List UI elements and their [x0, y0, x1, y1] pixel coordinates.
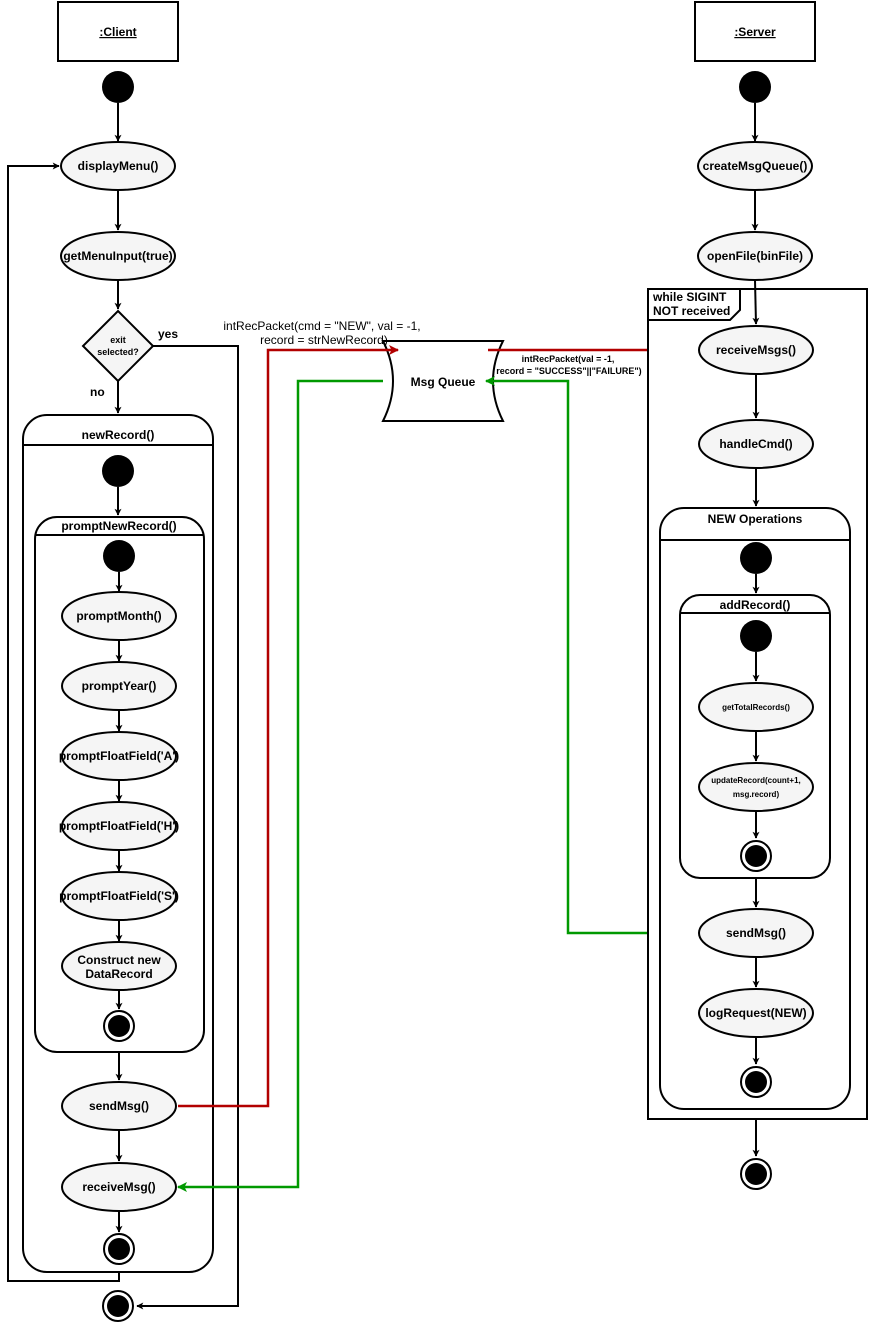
open-file-node: openFile(binFile)	[697, 231, 813, 281]
svg-text:Msg Queue: Msg Queue	[411, 375, 476, 389]
prompt-end-node	[103, 1010, 135, 1042]
svg-text:getMenuInput(true): getMenuInput(true)	[63, 249, 172, 263]
prompt-float-s-node: promptFloatField('S')	[59, 871, 179, 921]
server-start-node	[739, 71, 771, 103]
svg-text:createMsgQueue(): createMsgQueue()	[703, 159, 808, 173]
svg-text:getTotalRecords(): getTotalRecords()	[722, 703, 790, 712]
create-msg-queue-node: createMsgQueue()	[697, 141, 813, 191]
client-send-msg-node: sendMsg()	[61, 1081, 177, 1131]
msg-queue-node: Msg Queue	[381, 340, 505, 422]
svg-text:receiveMsgs(): receiveMsgs()	[716, 343, 796, 357]
svg-text:receiveMsg(): receiveMsg()	[82, 1180, 155, 1194]
client-lifeline-header: :Client	[57, 1, 179, 62]
prompt-float-h-node: promptFloatField('H')	[59, 801, 179, 851]
svg-text:newRecord(): newRecord()	[82, 428, 155, 442]
svg-text:promptFloatField('H'): promptFloatField('H')	[59, 819, 179, 833]
add-record-end-node	[740, 840, 772, 872]
loop-back-flow	[7, 162, 120, 1282]
svg-text:handleCmd(): handleCmd()	[719, 437, 792, 451]
display-menu-node: displayMenu()	[60, 141, 176, 191]
client-start-node	[102, 71, 134, 103]
request-packet-label-2: record = strNewRecord)	[260, 333, 388, 347]
svg-text:sendMsg(): sendMsg()	[726, 926, 786, 940]
prompt-start-node	[103, 540, 135, 572]
svg-text:promptFloatField('S'): promptFloatField('S')	[59, 889, 179, 903]
handle-cmd-node: handleCmd()	[698, 419, 814, 469]
add-record-start-node	[740, 620, 772, 652]
server-send-msg-node: sendMsg()	[698, 908, 814, 958]
get-total-records-node: getTotalRecords()	[698, 682, 814, 732]
svg-text:updateRecord(count+1,: updateRecord(count+1,	[711, 776, 801, 785]
server-title: :Server	[734, 25, 776, 39]
no-label: no	[90, 385, 105, 399]
svg-text:exit: exit	[110, 335, 126, 345]
svg-text:DataRecord: DataRecord	[85, 967, 152, 981]
svg-text:openFile(binFile): openFile(binFile)	[707, 249, 803, 263]
response-packet-label-1: intRecPacket(val = -1,	[522, 354, 615, 364]
svg-text:promptNewRecord(): promptNewRecord()	[61, 519, 176, 533]
receive-msgs-node: receiveMsgs()	[698, 325, 814, 375]
log-request-node: logRequest(NEW)	[698, 988, 814, 1038]
svg-text:NOT received: NOT received	[653, 304, 730, 318]
yes-flow	[136, 345, 239, 1310]
new-record-start-node	[102, 455, 134, 487]
client-final-node	[102, 1290, 134, 1322]
request-flow-to-queue	[178, 345, 399, 1108]
response-packet-label-2: record = "SUCCESS"||"FAILURE")	[496, 366, 641, 376]
svg-text:sendMsg(): sendMsg()	[89, 1099, 149, 1113]
prompt-float-a-node: promptFloatField('A')	[59, 731, 179, 781]
svg-text:logRequest(NEW): logRequest(NEW)	[705, 1006, 806, 1020]
svg-text:displayMenu(): displayMenu()	[78, 159, 159, 173]
svg-text:while SIGINT: while SIGINT	[652, 290, 727, 304]
response-flow-to-queue	[485, 376, 697, 935]
exit-decision-node: exit selected?	[81, 309, 155, 383]
get-menu-input-node: getMenuInput(true)	[60, 231, 176, 281]
request-packet-label-1: intRecPacket(cmd = "NEW", val = -1,	[223, 319, 420, 333]
response-flow-to-client	[177, 379, 383, 1192]
new-operations-end-node	[740, 1066, 772, 1098]
svg-text:selected?: selected?	[97, 347, 139, 357]
prompt-month-node: promptMonth()	[61, 591, 177, 641]
svg-text:msg.record): msg.record)	[733, 790, 780, 799]
svg-text:addRecord(): addRecord()	[720, 598, 791, 612]
server-final-node	[740, 1158, 772, 1190]
new-operations-start-node	[740, 542, 772, 574]
yes-label: yes	[158, 327, 178, 341]
prompt-year-node: promptYear()	[61, 661, 177, 711]
client-receive-msg-node: receiveMsg()	[61, 1162, 177, 1212]
construct-data-record-node: Construct new DataRecord	[61, 941, 177, 991]
update-record-node: updateRecord(count+1, msg.record)	[698, 762, 814, 812]
svg-text:NEW Operations: NEW Operations	[708, 512, 803, 526]
svg-text:Construct new: Construct new	[77, 953, 161, 967]
svg-text:promptYear(): promptYear()	[82, 679, 157, 693]
svg-text:promptMonth(): promptMonth()	[76, 609, 161, 623]
client-title: :Client	[99, 25, 136, 39]
server-lifeline-header: :Server	[694, 1, 816, 62]
svg-text:promptFloatField('A'): promptFloatField('A')	[59, 749, 179, 763]
new-record-end-node	[103, 1233, 135, 1265]
